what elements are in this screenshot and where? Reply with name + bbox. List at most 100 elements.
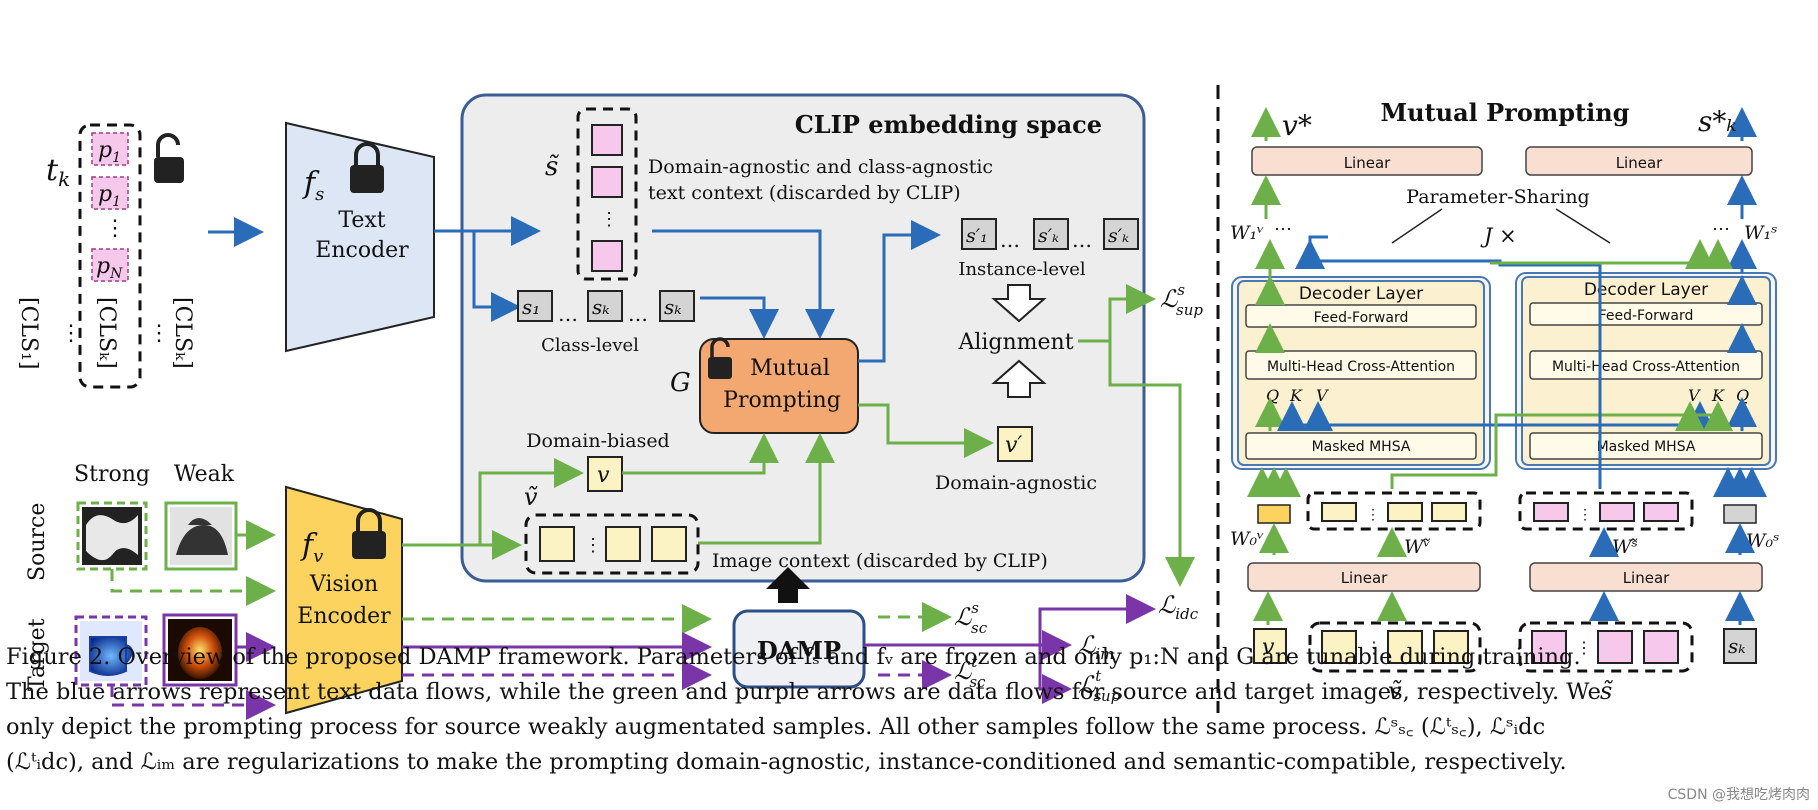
caption-line-1: Figure 2. Overview of the proposed DAMP … [6, 644, 1581, 670]
svg-text:…: … [628, 302, 648, 326]
svg-text:s*ₖ: s*ₖ [1698, 105, 1737, 138]
svg-text:Masked MHSA: Masked MHSA [1597, 439, 1696, 455]
svg-text:W₀ᵛ: W₀ᵛ [1230, 528, 1264, 550]
prompt-token-pN [91, 248, 129, 282]
svg-text:v*: v* [1282, 109, 1312, 142]
svg-text:Wᵛ̃: Wᵛ̃ [1404, 536, 1431, 558]
caption-line-2: The blue arrows represent text data flow… [6, 679, 1601, 705]
input-linear-v [1247, 562, 1481, 592]
svg-text:…: … [1072, 228, 1092, 252]
watermark: CSDN @我想吃烤肉肉 [1667, 787, 1810, 803]
svg-text:v: v [1262, 635, 1275, 660]
tk-label: tk [46, 153, 70, 191]
prompt-token-p1b [91, 176, 129, 210]
caption-line-3: only depict the prompting process for so… [6, 714, 1546, 740]
svg-text:K: K [1711, 386, 1725, 405]
svg-text:W₁ᵛ: W₁ᵛ [1230, 222, 1264, 244]
svg-text:DAMP: DAMP [757, 636, 841, 665]
svg-text:Linear: Linear [1344, 154, 1391, 172]
svg-text:Alignment: Alignment [957, 330, 1073, 355]
svg-text:p1: p1 [98, 138, 121, 166]
svg-text:G: G [670, 368, 691, 398]
svg-text:Source: Source [25, 503, 50, 581]
svg-text:⋮: ⋮ [600, 209, 618, 230]
prompt-token-p1 [91, 132, 129, 166]
svg-text:⋮: ⋮ [148, 321, 170, 346]
svg-text:sₖ: sₖ [664, 295, 682, 319]
svg-text:s̃: s̃ [1600, 677, 1614, 705]
caption-line-4: (ℒᵗᵢdc), and ℒᵢₘ are regularizations to … [6, 749, 1567, 775]
svg-text:Q: Q [1736, 386, 1749, 405]
unlock-icon [154, 133, 184, 183]
svg-text:⋮: ⋮ [584, 535, 602, 556]
svg-text:⋯: ⋯ [1274, 219, 1292, 240]
output-linear-s [1525, 146, 1753, 176]
svg-text:Linear: Linear [1623, 569, 1670, 587]
text-encoder [285, 121, 435, 353]
svg-text:J ×: J × [1480, 224, 1517, 248]
up-solid-arrow [766, 567, 810, 603]
svg-text:ṽ: ṽ [524, 483, 538, 511]
svg-text:⋮: ⋮ [60, 321, 82, 346]
svg-text:pN: pN [96, 254, 123, 282]
svg-text:sₖ: sₖ [592, 295, 610, 319]
svg-text:W₀ˢ: W₀ˢ [1746, 530, 1780, 552]
svg-text:Class-level: Class-level [541, 335, 639, 356]
svg-text:Weak: Weak [174, 462, 235, 487]
svg-text:Decoder Layer: Decoder Layer [1299, 284, 1423, 304]
svg-text:s̃: s̃ [545, 152, 560, 182]
svg-text:Encoder: Encoder [315, 238, 409, 263]
svg-text:Linear: Linear [1616, 154, 1663, 172]
mutual-prompting-module [699, 338, 859, 434]
svg-text:V: V [1688, 386, 1701, 405]
down-hollow-arrow [991, 284, 1047, 323]
svg-text:Domain-biased: Domain-biased [526, 430, 669, 452]
output-linear-v [1251, 146, 1483, 176]
svg-text:Linear: Linear [1341, 569, 1388, 587]
svg-text:Parameter-Sharing: Parameter-Sharing [1406, 186, 1589, 208]
svg-text:s′ₖ: s′ₖ [1038, 225, 1059, 247]
svg-text:⋮: ⋮ [1366, 638, 1382, 657]
up-hollow-arrow [991, 359, 1047, 398]
svg-text:…: … [558, 302, 578, 326]
svg-text:Mutual: Mutual [750, 356, 830, 381]
unlock-icon [708, 337, 732, 379]
svg-text:ℒim: ℒim [1078, 631, 1114, 663]
svg-text:Domain-agnostic and class-agno: Domain-agnostic and class-agnostic [648, 156, 993, 178]
svg-text:v′: v′ [1005, 433, 1022, 458]
svg-text:⋯: ⋯ [1712, 219, 1730, 240]
svg-text:⋮: ⋮ [1578, 507, 1592, 523]
s-tilde-box [576, 107, 638, 281]
svg-text:Text: Text [338, 208, 385, 233]
svg-text:p1: p1 [98, 182, 121, 210]
v-tilde-box [524, 513, 700, 575]
svg-text:v: v [597, 463, 610, 488]
svg-text:ṽ: ṽ [1388, 677, 1402, 705]
svg-text:V: V [1316, 386, 1329, 405]
svg-text:Instance-level: Instance-level [958, 259, 1086, 280]
svg-text:s′ₖ: s′ₖ [1108, 225, 1129, 247]
svg-text:Wˢ̃: Wˢ̃ [1612, 536, 1638, 558]
svg-text:Decoder Layer: Decoder Layer [1584, 280, 1708, 300]
svg-text:Mutual Prompting: Mutual Prompting [1381, 98, 1630, 127]
input-linear-s [1529, 562, 1763, 592]
prompt-sequence-box [78, 123, 142, 389]
svg-text:s₁: s₁ [522, 295, 540, 319]
svg-text:Target: Target [25, 618, 50, 691]
svg-text:Multi-Head Cross-Attention: Multi-Head Cross-Attention [1267, 359, 1455, 375]
svg-text:⋮: ⋮ [1576, 638, 1592, 657]
svg-text:Multi-Head Cross-Attention: Multi-Head Cross-Attention [1552, 359, 1740, 375]
cls-K-token: [CLSₖ] [170, 297, 195, 369]
svg-text:Masked MHSA: Masked MHSA [1312, 439, 1411, 455]
svg-text:W₁ˢ: W₁ˢ [1744, 222, 1778, 244]
svg-text:Prompting: Prompting [723, 388, 841, 413]
svg-text:⋮: ⋮ [1366, 507, 1380, 523]
lock-icon [350, 142, 384, 193]
svg-text:Encoder: Encoder [297, 604, 391, 629]
svg-text:s′₁: s′₁ [966, 225, 988, 247]
